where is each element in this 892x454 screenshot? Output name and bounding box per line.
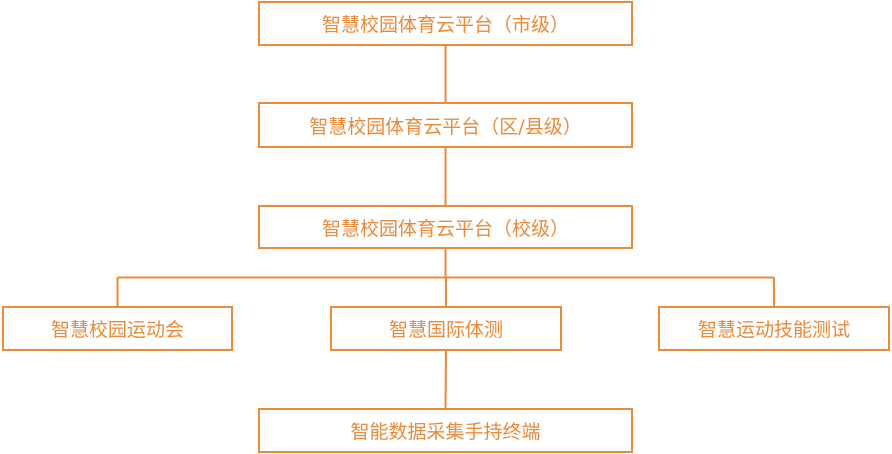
- node-terminal-label: 智能数据采集手持终端: [350, 421, 541, 443]
- node-district-label: 智慧校园体育云平台（区/县级）: [309, 115, 582, 138]
- node-games-label: 智慧校园运动会: [50, 319, 184, 341]
- node-city-platform: 智慧校园体育云平台（市级）: [258, 1, 633, 46]
- node-city-label: 智慧校园体育云平台（市级）: [321, 14, 569, 36]
- node-smart-sports-meet: 智慧校园运动会: [2, 306, 233, 351]
- node-school-label: 智慧校园体育云平台（校级）: [321, 217, 569, 240]
- node-school-platform: 智慧校园体育云平台（校级）: [258, 205, 633, 249]
- node-district-platform: 智慧校园体育云平台（区/县级）: [258, 102, 633, 148]
- connector-fitness-terminal: [444, 350, 447, 409]
- node-smart-skills-test: 智慧运动技能测试: [658, 306, 890, 351]
- node-smart-fitness-test: 智慧国际体测: [330, 306, 562, 351]
- node-skills-label: 智慧运动技能测试: [697, 319, 850, 341]
- node-handheld-terminal: 智能数据采集手持终端: [258, 408, 633, 453]
- node-fitness-label: 智慧国际体测: [388, 319, 503, 341]
